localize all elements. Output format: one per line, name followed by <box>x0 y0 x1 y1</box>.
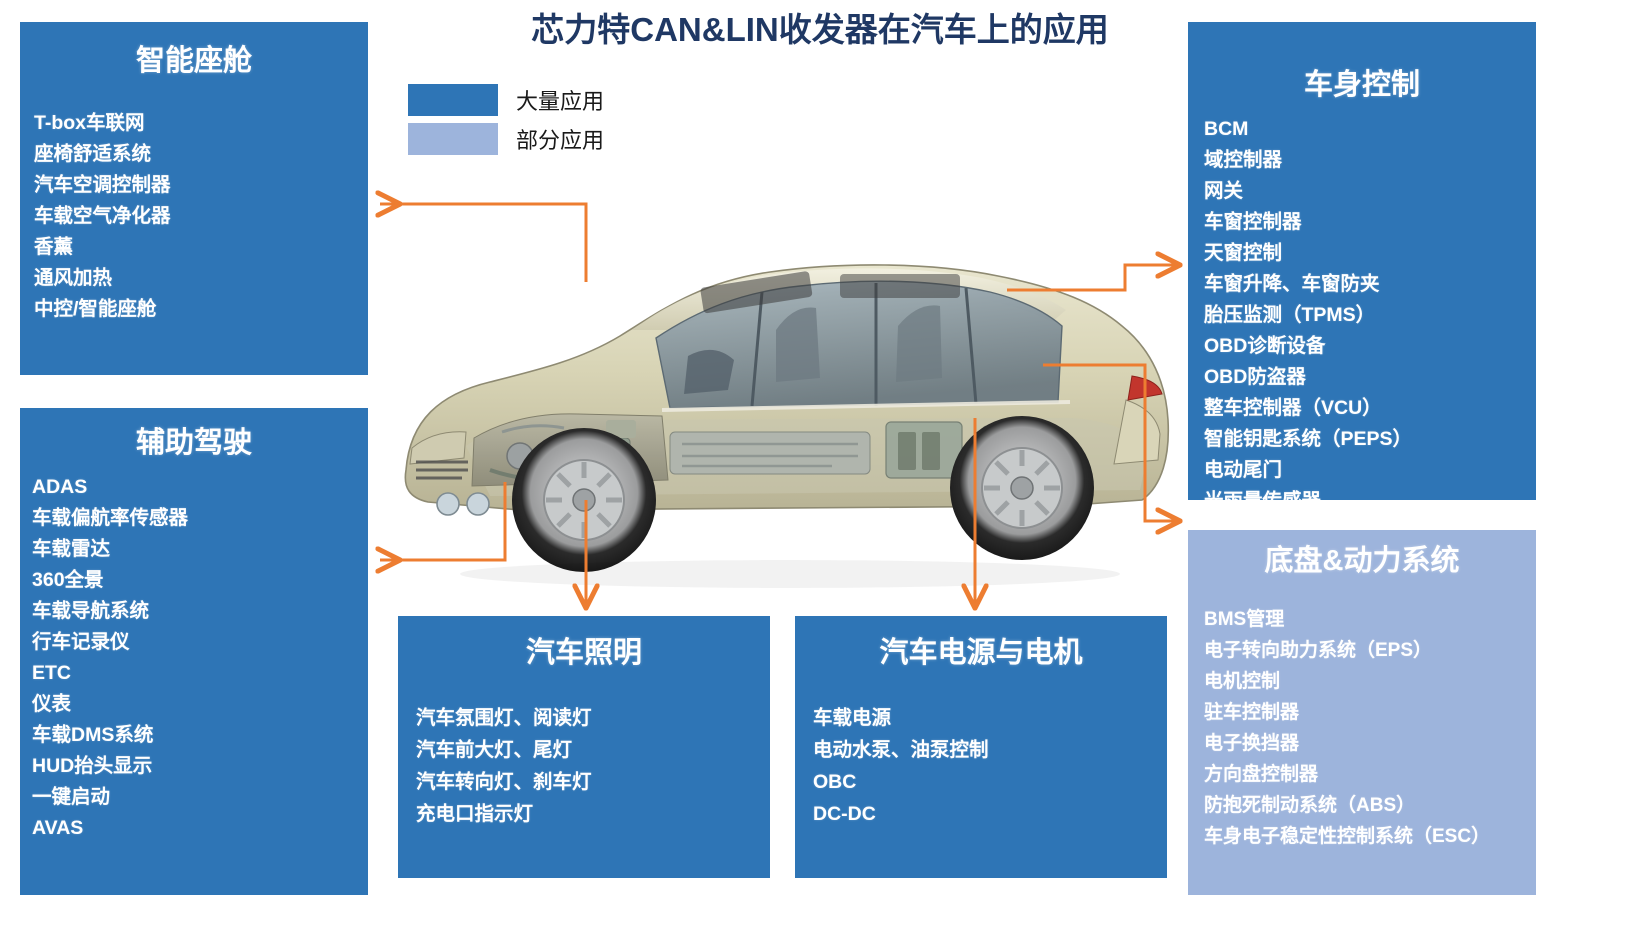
list-item: 电动尾门 <box>1204 459 1283 481</box>
panel-list-body-control: BCM 域控制器 网关 车窗控制器 天窗控制 车窗升降、车窗防夹 胎压监测（TP… <box>1188 114 1536 517</box>
legend-item-partial: 部分应用 <box>408 121 604 156</box>
list-item: 天窗控制 <box>1204 242 1283 264</box>
list-item: 电机控制 <box>1204 671 1281 692</box>
panel-title-assisted-driving: 辅助驾驶 <box>135 427 252 459</box>
list-item: ADAS <box>32 476 88 498</box>
list-item: 车载空气净化器 <box>34 205 171 227</box>
list-item: 仪表 <box>32 693 72 715</box>
list-item: 汽车转向灯、刹车灯 <box>416 771 592 793</box>
list-item: 通风加热 <box>34 267 113 289</box>
list-item: 汽车前大灯、尾灯 <box>416 739 573 761</box>
list-item: OBD诊断设备 <box>1204 335 1326 357</box>
list-item: 方向盘控制器 <box>1204 764 1319 785</box>
list-item: 域控制器 <box>1204 149 1283 171</box>
list-item: OBC <box>813 771 857 793</box>
list-item: 电子转向助力系统（EPS） <box>1204 640 1433 661</box>
legend: 大量应用 部分应用 <box>408 82 604 160</box>
list-item: ETC <box>32 662 71 684</box>
list-item: 电动水泵、油泵控制 <box>813 739 989 761</box>
list-item: 智能钥匙系统（PEPS） <box>1204 428 1413 450</box>
list-item: 香薰 <box>34 236 74 258</box>
list-item: 光雨量传感器 <box>1204 490 1322 512</box>
list-item: 车载DMS系统 <box>32 724 154 746</box>
list-item: OBD防盗器 <box>1204 366 1306 388</box>
legend-label-full: 大量应用 <box>516 88 605 114</box>
panel-title-chassis-powertrain: 底盘&动力系统 <box>1264 545 1460 577</box>
list-item: 座椅舒适系统 <box>34 143 152 165</box>
list-item: 一键启动 <box>32 786 111 808</box>
list-item: 汽车空调控制器 <box>34 174 171 196</box>
list-item: HUD抬头显示 <box>32 755 153 777</box>
list-item: 车窗升降、车窗防夹 <box>1204 273 1380 295</box>
list-item: DC-DC <box>813 803 876 825</box>
list-item: 驻车控制器 <box>1204 702 1300 723</box>
panel-list-assisted-driving: ADAS 车载偏航率传感器 车载雷达 360全景 车载导航系统 行车记录仪 ET… <box>20 472 368 844</box>
list-item: 电子换挡器 <box>1204 733 1300 754</box>
list-item: 车载电源 <box>813 707 892 729</box>
legend-item-full: 大量应用 <box>408 82 604 117</box>
list-item: 行车记录仪 <box>32 631 130 653</box>
list-item: 胎压监测（TPMS） <box>1204 304 1376 326</box>
list-item: BCM <box>1204 118 1249 140</box>
panel-automotive-lighting[interactable]: 汽车照明 汽车氛围灯、阅读灯 汽车前大灯、尾灯 汽车转向灯、刹车灯 充电口指示灯 <box>398 616 770 878</box>
list-item: 车载导航系统 <box>32 600 150 622</box>
list-item: 车载雷达 <box>32 538 111 560</box>
list-item: 车身电子稳定性控制系统（ESC） <box>1204 826 1491 847</box>
panel-title-power-and-motor: 汽车电源与电机 <box>879 637 1083 669</box>
car-cutaway-illustration <box>404 264 1170 588</box>
page-title: 芯力特CAN&LIN收发器在汽车上的应用 <box>531 11 1109 48</box>
panel-power-and-motor[interactable]: 汽车电源与电机 车载电源 电动水泵、油泵控制 OBC DC-DC <box>795 616 1167 878</box>
list-item: 网关 <box>1204 180 1244 202</box>
list-item: 360全景 <box>32 569 104 591</box>
legend-swatch-partial-icon <box>408 122 498 155</box>
panel-title-smart-cockpit: 智能座舱 <box>135 45 252 77</box>
panel-list-automotive-lighting: 汽车氛围灯、阅读灯 汽车前大灯、尾灯 汽车转向灯、刹车灯 充电口指示灯 <box>398 702 770 830</box>
list-item: 充电口指示灯 <box>416 803 534 825</box>
panel-title-automotive-lighting: 汽车照明 <box>525 637 642 669</box>
panel-smart-cockpit[interactable]: 智能座舱 T-box车联网 座椅舒适系统 汽车空调控制器 车载空气净化器 香薰 … <box>20 22 368 375</box>
list-item: 车窗控制器 <box>1204 211 1302 233</box>
list-item: 中控/智能座舱 <box>34 298 157 320</box>
list-item: BMS管理 <box>1204 609 1285 630</box>
legend-swatch-full-icon <box>408 83 498 116</box>
panel-list-smart-cockpit: T-box车联网 座椅舒适系统 汽车空调控制器 车载空气净化器 香薰 通风加热 … <box>20 108 368 325</box>
list-item: 车载偏航率传感器 <box>32 507 189 529</box>
list-item: 汽车氛围灯、阅读灯 <box>416 707 592 729</box>
list-item: 整车控制器（VCU） <box>1204 397 1382 419</box>
legend-label-partial: 部分应用 <box>516 127 605 153</box>
list-item: AVAS <box>32 817 84 839</box>
panel-list-power-and-motor: 车载电源 电动水泵、油泵控制 OBC DC-DC <box>795 702 1167 830</box>
panel-chassis-powertrain[interactable]: 底盘&动力系统 BMS管理 电子转向助力系统（EPS） 电机控制 驻车控制器 电… <box>1188 530 1536 895</box>
panel-list-chassis-powertrain: BMS管理 电子转向助力系统（EPS） 电机控制 驻车控制器 电子换挡器 方向盘… <box>1188 604 1536 852</box>
list-item: 防抱死制动系统（ABS） <box>1204 795 1416 816</box>
panel-body-control[interactable]: 车身控制 BCM 域控制器 网关 车窗控制器 天窗控制 车窗升降、车窗防夹 胎压… <box>1188 22 1536 512</box>
panel-title-body-control: 车身控制 <box>1303 69 1420 101</box>
panel-assisted-driving[interactable]: 辅助驾驶 ADAS 车载偏航率传感器 车载雷达 360全景 车载导航系统 行车记… <box>20 408 368 895</box>
list-item: T-box车联网 <box>34 112 145 134</box>
